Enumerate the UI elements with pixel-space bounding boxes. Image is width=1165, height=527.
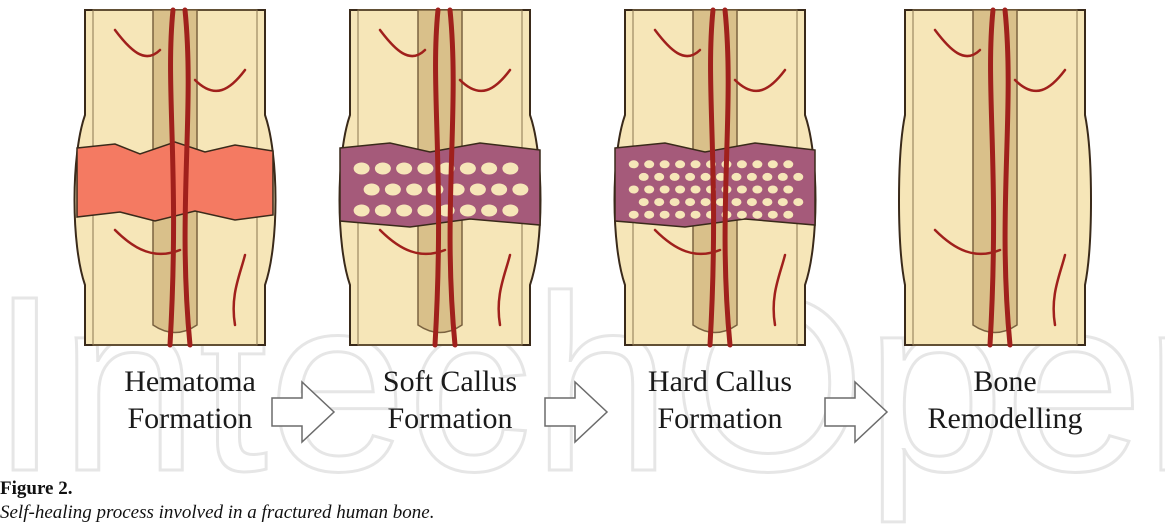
- callus-spot: [685, 173, 695, 181]
- callus-spot: [502, 163, 518, 175]
- callus-spot: [427, 184, 443, 196]
- stage-label-line1: Soft Callus: [330, 363, 570, 400]
- stage-label-hematoma: Hematoma Formation: [70, 363, 310, 437]
- callus-spot: [752, 211, 762, 219]
- callus-spot: [793, 173, 803, 181]
- callus-spot: [629, 186, 639, 194]
- bone-panel-2: [340, 10, 541, 345]
- callus-spot: [417, 163, 433, 175]
- callus-spot: [783, 186, 793, 194]
- stage-label-line2: Formation: [600, 400, 840, 437]
- stage-label-hard-callus: Hard Callus Formation: [600, 363, 840, 437]
- callus-spot: [644, 211, 654, 219]
- callus-spot: [778, 198, 788, 206]
- bone-panel-3: [615, 10, 816, 345]
- callus-spot: [731, 198, 741, 206]
- callus-spot: [675, 186, 685, 194]
- callus-spot: [691, 160, 701, 168]
- callus-spot: [675, 160, 685, 168]
- callus-spot: [660, 186, 670, 194]
- callus-spot: [762, 198, 772, 206]
- stage-label-line2: Formation: [70, 400, 310, 437]
- stage-label-remodelling: Bone Remodelling: [885, 363, 1125, 437]
- callus-spot: [644, 186, 654, 194]
- callus-spot: [660, 160, 670, 168]
- figure-caption: Self-healing process involved in a fract…: [0, 502, 434, 527]
- stage-label-line2: Remodelling: [885, 400, 1125, 437]
- callus-spot: [654, 198, 664, 206]
- callus-spot: [691, 186, 701, 194]
- callus-spot: [654, 173, 664, 181]
- callus-spot: [752, 160, 762, 168]
- callus-spot: [691, 211, 701, 219]
- callus-spot: [375, 205, 391, 217]
- callus-spot: [737, 160, 747, 168]
- callus-spot: [481, 205, 497, 217]
- stage-label-soft-callus: Soft Callus Formation: [330, 363, 570, 437]
- stage-label-line1: Hematoma: [70, 363, 310, 400]
- callus-spot: [385, 184, 401, 196]
- callus-spot: [460, 205, 476, 217]
- callus-spot: [470, 184, 486, 196]
- callus-spot: [675, 211, 685, 219]
- callus-spot: [396, 163, 412, 175]
- stage-label-line1: Bone: [885, 363, 1125, 400]
- callus-spot: [406, 184, 422, 196]
- callus-spot: [629, 211, 639, 219]
- callus-spot: [502, 205, 518, 217]
- callus-spot: [396, 205, 412, 217]
- stage-label-line2: Formation: [330, 400, 570, 437]
- callus-spot: [375, 163, 391, 175]
- callus-spot: [417, 205, 433, 217]
- callus-spot: [768, 160, 778, 168]
- stage-label-line1: Hard Callus: [600, 363, 840, 400]
- callus-spot: [491, 184, 507, 196]
- callus-spot: [762, 173, 772, 181]
- callus-spot: [701, 173, 711, 181]
- callus-spot: [747, 198, 757, 206]
- callus-spot: [629, 160, 639, 168]
- callus-spot: [737, 211, 747, 219]
- callus-spot: [639, 198, 649, 206]
- callus-spot: [364, 184, 380, 196]
- callus-spot: [737, 186, 747, 194]
- callus-spot: [783, 211, 793, 219]
- callus-spot: [670, 173, 680, 181]
- figure-title: Figure 2.: [0, 478, 72, 500]
- callus-spot: [752, 186, 762, 194]
- callus-spot: [685, 198, 695, 206]
- callus-spot: [701, 198, 711, 206]
- callus-spot: [731, 173, 741, 181]
- callus-spot: [639, 173, 649, 181]
- callus-spot: [481, 163, 497, 175]
- callus-spot: [512, 184, 528, 196]
- callus-spot: [660, 211, 670, 219]
- callus-spot: [768, 211, 778, 219]
- bone-panel-4: [899, 10, 1091, 345]
- callus-spot: [354, 163, 370, 175]
- callus-spot: [670, 198, 680, 206]
- callus-spot: [354, 205, 370, 217]
- callus-spot: [644, 160, 654, 168]
- callus-spot: [768, 186, 778, 194]
- callus-spot: [747, 173, 757, 181]
- bone-panel-1: [75, 10, 276, 345]
- callus-spot: [460, 163, 476, 175]
- callus-spot: [793, 198, 803, 206]
- callus-spot: [783, 160, 793, 168]
- callus-spot: [778, 173, 788, 181]
